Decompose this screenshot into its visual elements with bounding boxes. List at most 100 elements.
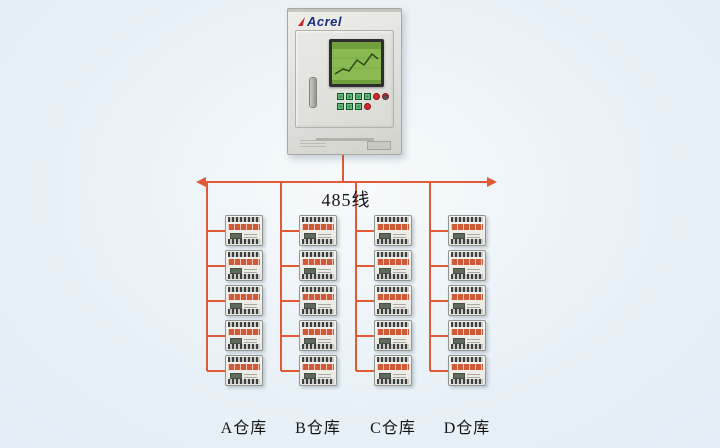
cabinet-label-plate — [367, 141, 391, 150]
device-front — [453, 267, 481, 275]
device-display — [230, 268, 242, 274]
device-brand-stripe — [302, 294, 334, 300]
meter-device-A-4 — [225, 320, 263, 351]
device-terminals-bottom — [228, 379, 260, 384]
device-terminals-bottom — [228, 309, 260, 314]
device-terminals-bottom — [451, 309, 483, 314]
green-button — [355, 93, 362, 100]
meter-device-C-3 — [374, 285, 412, 316]
device-brand-stripe — [228, 259, 260, 265]
device-brand-stripe — [302, 329, 334, 335]
device-terminals-top — [451, 357, 483, 362]
device-display — [304, 233, 316, 239]
device-display — [379, 268, 391, 274]
device-terminals-top — [228, 287, 260, 292]
control-cabinet: Acrel — [287, 8, 402, 155]
device-brand-stripe — [302, 364, 334, 370]
device-front — [230, 267, 258, 275]
device-front — [304, 267, 332, 275]
meter-device-A-1 — [225, 215, 263, 246]
panel-buttons-row1 — [337, 93, 389, 100]
cabinet-door — [295, 30, 394, 128]
meter-device-D-4 — [448, 320, 486, 351]
device-terminals-bottom — [451, 239, 483, 244]
meter-device-B-1 — [299, 215, 337, 246]
panel-buttons-row2 — [337, 103, 371, 110]
device-front — [453, 337, 481, 345]
cabinet-vents — [300, 138, 326, 147]
device-terminals-top — [377, 252, 409, 257]
green-button — [355, 103, 362, 110]
device-display — [453, 338, 465, 344]
warehouse-label-C: C仓库 — [370, 420, 416, 437]
device-terminals-bottom — [302, 309, 334, 314]
device-terminals-bottom — [377, 379, 409, 384]
device-brand-stripe — [228, 294, 260, 300]
meter-device-D-1 — [448, 215, 486, 246]
device-terminals-bottom — [377, 274, 409, 279]
warehouse-label-A: A仓库 — [220, 420, 268, 437]
warehouse-label-D: D仓库 — [443, 420, 491, 437]
device-front — [304, 337, 332, 345]
meter-device-D-3 — [448, 285, 486, 316]
device-display — [379, 303, 391, 309]
device-terminals-top — [228, 252, 260, 257]
device-front — [379, 232, 407, 240]
hmi-lcd — [332, 42, 381, 84]
device-front — [379, 267, 407, 275]
green-button — [364, 93, 371, 100]
device-front — [230, 337, 258, 345]
device-terminals-top — [377, 287, 409, 292]
device-front — [453, 302, 481, 310]
device-brand-stripe — [302, 259, 334, 265]
device-display — [304, 268, 316, 274]
hmi-lcd-chart — [332, 42, 381, 84]
device-brand-stripe — [451, 364, 483, 370]
meter-device-B-3 — [299, 285, 337, 316]
hmi-screen — [329, 39, 384, 87]
device-terminals-bottom — [228, 274, 260, 279]
device-front — [304, 372, 332, 380]
device-brand-stripe — [451, 224, 483, 230]
device-terminals-bottom — [377, 239, 409, 244]
device-terminals-top — [228, 357, 260, 362]
device-terminals-bottom — [302, 239, 334, 244]
device-terminals-bottom — [302, 274, 334, 279]
device-terminals-bottom — [377, 309, 409, 314]
device-brand-stripe — [302, 224, 334, 230]
device-terminals-top — [302, 357, 334, 362]
bus-arrow-right — [487, 177, 497, 187]
meter-device-A-5 — [225, 355, 263, 386]
meter-device-B-2 — [299, 250, 337, 281]
meter-device-A-2 — [225, 250, 263, 281]
device-front — [304, 232, 332, 240]
device-terminals-bottom — [228, 239, 260, 244]
device-display — [304, 373, 316, 379]
device-terminals-top — [377, 322, 409, 327]
device-display — [379, 338, 391, 344]
device-front — [379, 372, 407, 380]
device-brand-stripe — [451, 259, 483, 265]
meter-device-D-2 — [448, 250, 486, 281]
meter-device-A-3 — [225, 285, 263, 316]
device-brand-stripe — [377, 364, 409, 370]
meter-device-D-5 — [448, 355, 486, 386]
meter-device-B-4 — [299, 320, 337, 351]
device-front — [230, 372, 258, 380]
device-terminals-top — [377, 217, 409, 222]
device-brand-stripe — [228, 224, 260, 230]
meter-device-C-5 — [374, 355, 412, 386]
acrel-logo-mark — [298, 17, 305, 26]
device-terminals-top — [451, 322, 483, 327]
red-button — [364, 103, 371, 110]
green-button — [346, 103, 353, 110]
device-terminals-top — [302, 252, 334, 257]
green-button — [337, 93, 344, 100]
warehouse-label-B: B仓库 — [295, 420, 341, 437]
red-button — [373, 93, 380, 100]
cabinet-top-edge — [288, 9, 401, 12]
device-terminals-top — [451, 252, 483, 257]
device-display — [230, 338, 242, 344]
